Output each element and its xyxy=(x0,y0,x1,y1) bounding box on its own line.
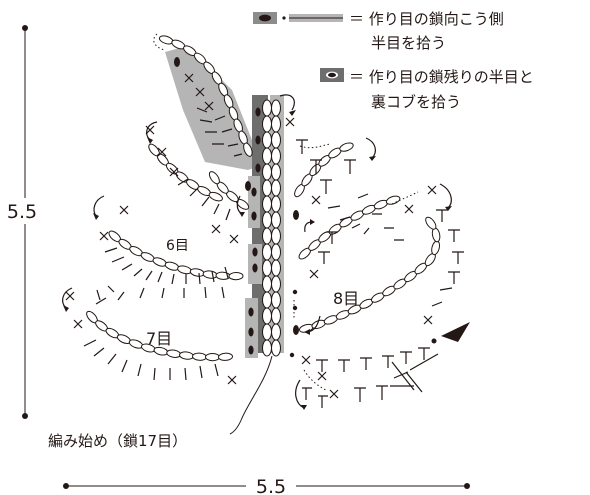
chain-stitch xyxy=(189,268,205,277)
legend-symbol-back-bump xyxy=(320,68,344,82)
chain-stitch xyxy=(158,35,174,45)
stitch-symbols xyxy=(65,73,464,408)
chain-arcs xyxy=(86,35,441,362)
width-dimension xyxy=(63,474,470,495)
height-dimension xyxy=(2,25,42,419)
row-label-8: 8目 xyxy=(333,289,359,308)
left-light-band-1 xyxy=(248,176,260,228)
chain-stitch xyxy=(218,352,233,361)
start-label: 編み始め（鎖17目） xyxy=(48,432,187,450)
legend-text-1-cont: 半目を拾う xyxy=(371,34,446,52)
chain-stitch xyxy=(215,271,231,280)
chain-stitch xyxy=(205,352,220,362)
arrow-heads xyxy=(63,110,452,410)
start-pointer-icon xyxy=(441,322,470,342)
height-label: 5.5 xyxy=(7,201,37,223)
chain-stitch xyxy=(243,142,253,157)
chain-stitch xyxy=(339,142,354,152)
starting-tail xyxy=(229,355,273,435)
chain-stitch xyxy=(177,265,192,275)
chain-stitch xyxy=(431,227,441,243)
legend-symbol-front-loop xyxy=(253,12,343,24)
chain-stitch xyxy=(192,352,207,361)
chain-stitch xyxy=(425,216,437,230)
chain-stitch xyxy=(228,271,244,281)
dotted-lines xyxy=(153,33,419,391)
back-bump-marks xyxy=(174,57,437,358)
chain-stitch xyxy=(202,270,218,279)
legend-text-2: ＝ 作り目の鎖残りの半目と xyxy=(349,68,534,86)
chain-stitch xyxy=(164,261,180,271)
legend-text-2-cont: 裏コブを拾う xyxy=(371,93,461,111)
chain-stitch xyxy=(385,195,401,205)
width-label: 5.5 xyxy=(256,476,286,495)
row-label-7: 7目 xyxy=(146,329,172,348)
chain-stitch xyxy=(208,191,223,202)
row-label-6: 6目 xyxy=(166,238,189,254)
legend: ＝ 作り目の鎖向こう側 半目を拾う ＝ 作り目の鎖残りの半目と 裏コブを拾う xyxy=(253,10,534,111)
legend-text-1: ＝ 作り目の鎖向こう側 xyxy=(349,10,504,28)
chain-stitch xyxy=(431,240,440,256)
starting-chain xyxy=(262,99,281,357)
chain-stitch xyxy=(166,349,182,358)
chain-stitch xyxy=(179,351,194,360)
chain-stitch xyxy=(208,171,220,185)
